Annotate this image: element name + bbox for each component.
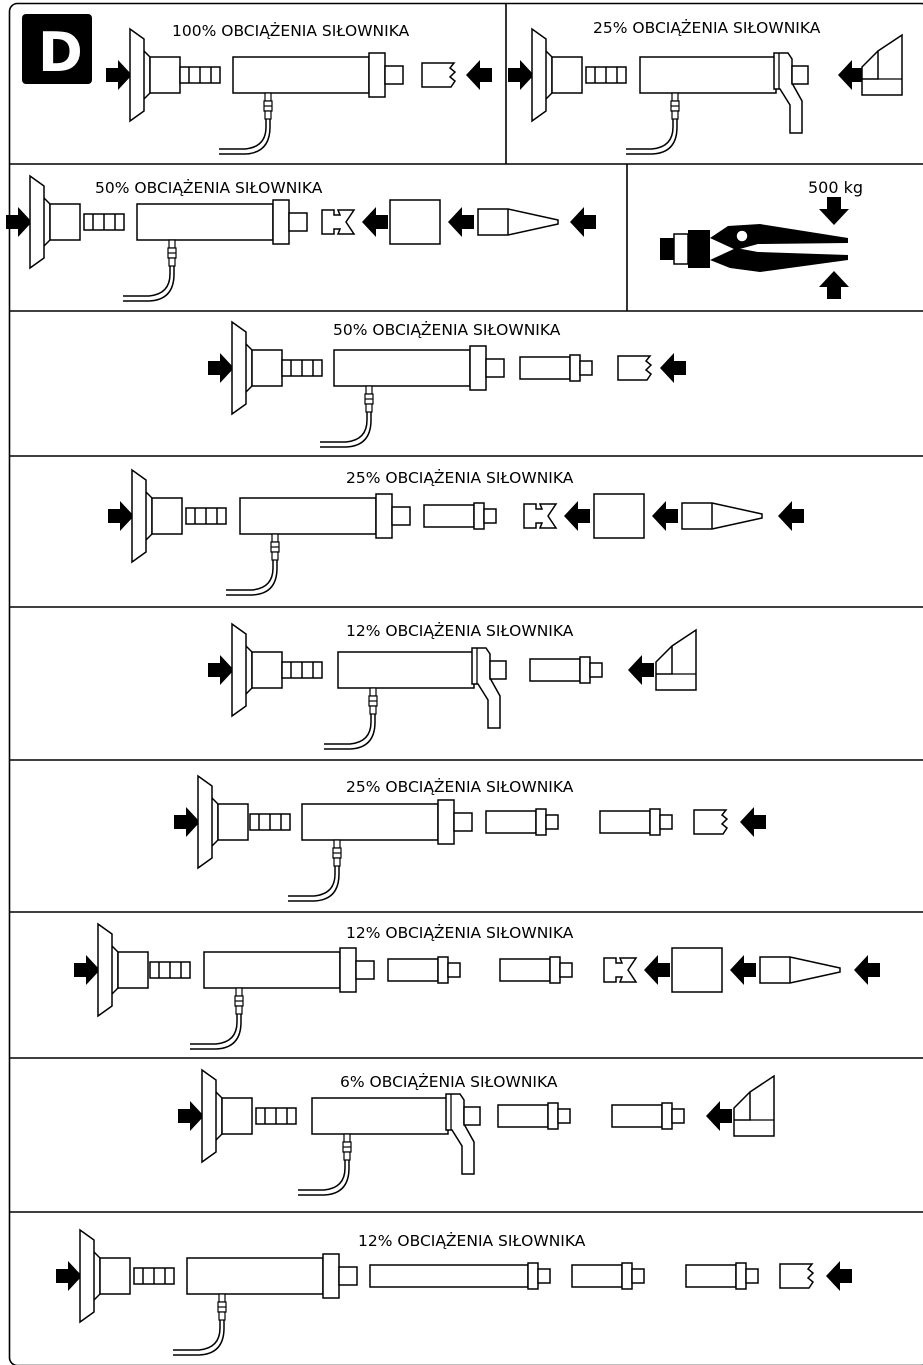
label-set-8: 12% OBCIĄŻENIA SIŁOWNIKA xyxy=(346,923,574,942)
load-note: 500 kg xyxy=(808,178,863,197)
set-6-assembly xyxy=(208,623,697,750)
label-set-2: 25% OBCIĄŻENIA SIŁOWNIKA xyxy=(593,18,821,37)
badge-letter: D xyxy=(38,21,83,84)
label-set-9: 6% OBCIĄŻENIA SIŁOWNIKA xyxy=(340,1072,558,1091)
set-1-assembly xyxy=(106,28,492,155)
spreader-tool xyxy=(660,197,849,299)
label-set-4: 50% OBCIĄŻENIA SIŁOWNIKA xyxy=(333,320,561,339)
set-2-assembly xyxy=(508,28,903,155)
label-set-3: 50% OBCIĄŻENIA SIŁOWNIKA xyxy=(95,178,323,197)
set-5-assembly xyxy=(108,469,804,596)
label-set-5: 25% OBCIĄŻENIA SIŁOWNIKA xyxy=(346,468,574,487)
label-set-1: 100% OBCIĄŻENIA SIŁOWNIKA xyxy=(172,21,410,40)
outer-frame xyxy=(8,2,923,1365)
label-set-7: 25% OBCIĄŻENIA SIŁOWNIKA xyxy=(346,777,574,796)
row-dividers xyxy=(9,3,923,1213)
badge-box xyxy=(22,14,92,84)
set-10-assembly xyxy=(56,1229,852,1356)
label-set-6: 12% OBCIĄŻENIA SIŁOWNIKA xyxy=(346,621,574,640)
label-set-10: 12% OBCIĄŻENIA SIŁOWNIKA xyxy=(358,1231,586,1250)
set-4-assembly xyxy=(208,321,686,448)
set-8-assembly xyxy=(74,923,880,1050)
